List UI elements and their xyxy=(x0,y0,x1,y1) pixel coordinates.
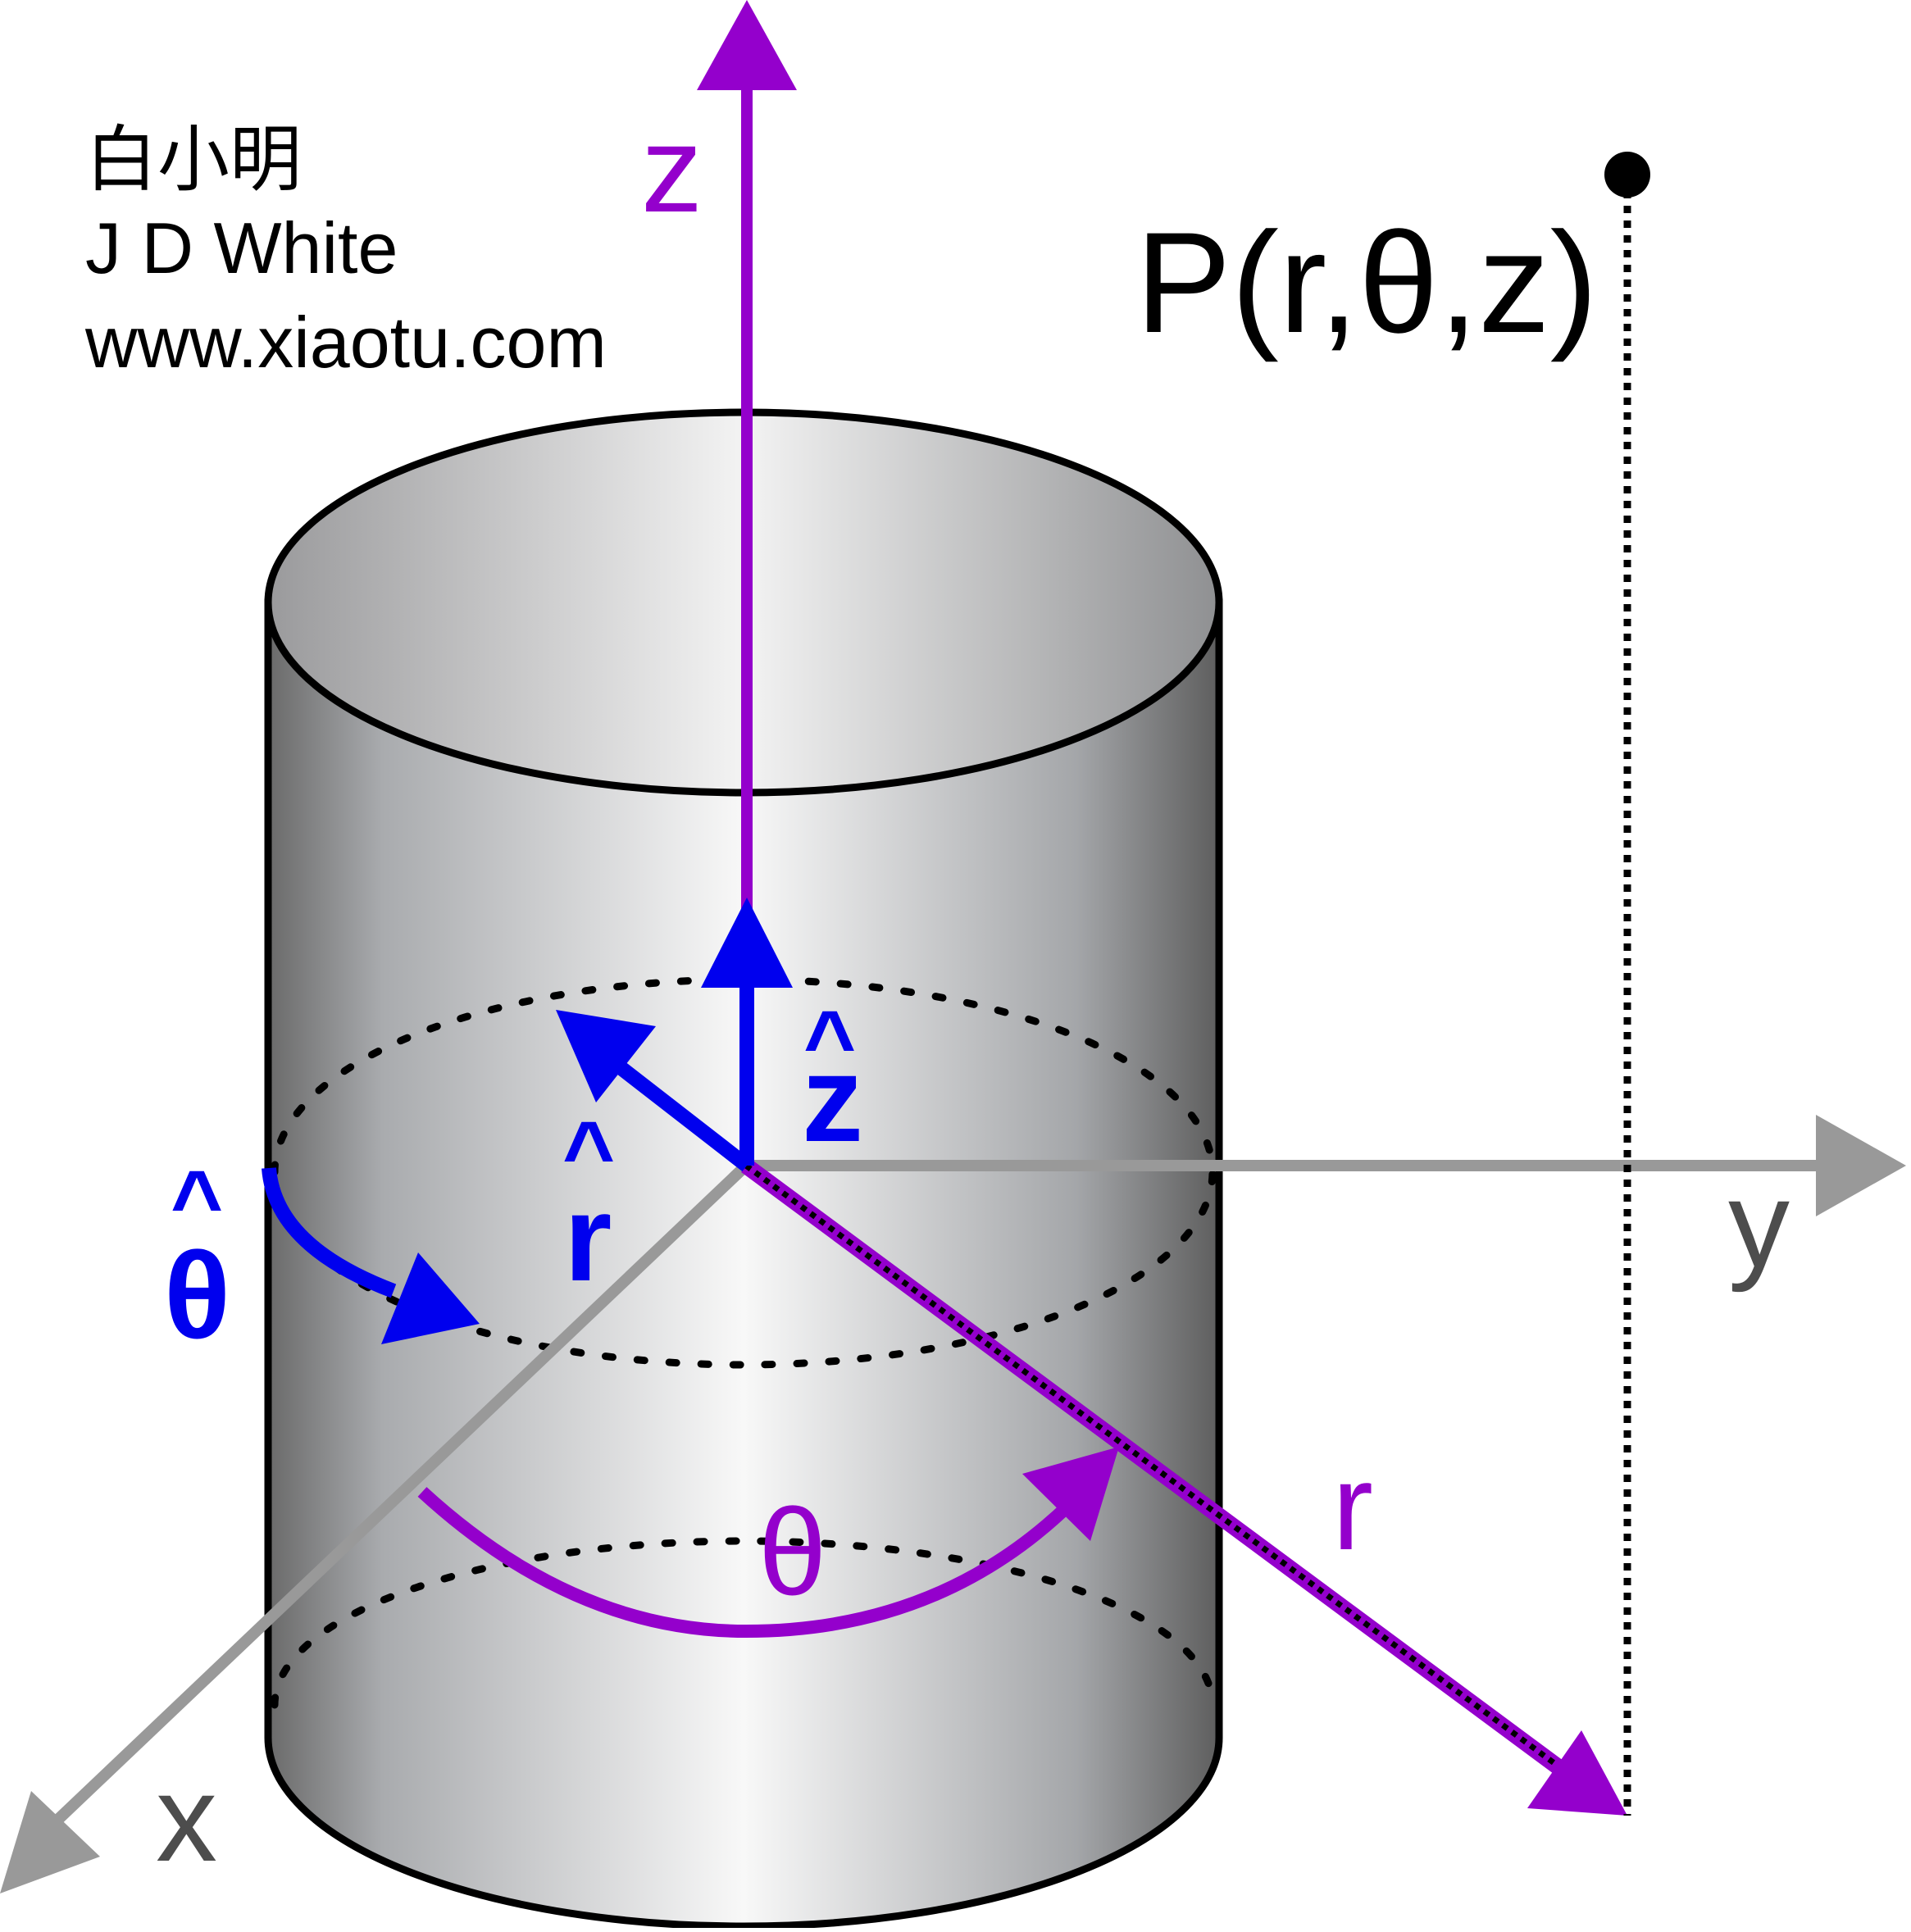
r-vector-label: r xyxy=(1332,1438,1373,1575)
theta-arc-arrowhead xyxy=(1022,1447,1119,1541)
z-hat-arrowhead xyxy=(701,898,793,988)
dotted-ring-upper xyxy=(271,975,1217,1369)
z-axis-arrowhead xyxy=(697,0,797,90)
r-hat-arrowhead xyxy=(556,1010,656,1102)
y-axis xyxy=(746,1115,1906,1216)
x-axis xyxy=(0,1161,750,1893)
credit-chinese-name: 白小明 xyxy=(85,119,302,200)
r-hat-symbol: ^ xyxy=(562,1103,615,1204)
z-hat-label: z xyxy=(802,1030,863,1167)
theta-hat-label: θ xyxy=(164,1226,230,1364)
r-hat-label: r xyxy=(564,1169,612,1307)
x-axis-arrowhead xyxy=(0,1791,100,1893)
r-vector-arrowhead xyxy=(1527,1730,1627,1816)
point-p-label: P(r,θ,z) xyxy=(1135,203,1598,363)
theta-hat-vector xyxy=(262,1167,480,1344)
dotted-ring-lower xyxy=(271,1537,1217,1709)
credit-website: www.xiaotu.com xyxy=(84,302,607,383)
z-hat-symbol: ^ xyxy=(803,993,856,1093)
z-hat-vector xyxy=(701,898,793,1166)
r-vector xyxy=(741,1158,1627,1816)
theta-arc xyxy=(417,1447,1119,1639)
credit-english-name: J D White xyxy=(85,207,398,289)
theta-arc-label: θ xyxy=(758,1483,826,1621)
y-axis-arrowhead xyxy=(1816,1115,1906,1216)
theta-hat-arrowhead xyxy=(381,1252,480,1344)
x-axis-label: x xyxy=(156,1749,217,1887)
z-axis-label: z xyxy=(641,100,703,238)
y-axis-label: y xyxy=(1728,1155,1790,1293)
r-hat-vector xyxy=(556,1010,752,1172)
point-p-marker xyxy=(1604,152,1650,198)
theta-hat-symbol: ^ xyxy=(171,1152,223,1253)
cylinder-body xyxy=(264,598,1223,1930)
